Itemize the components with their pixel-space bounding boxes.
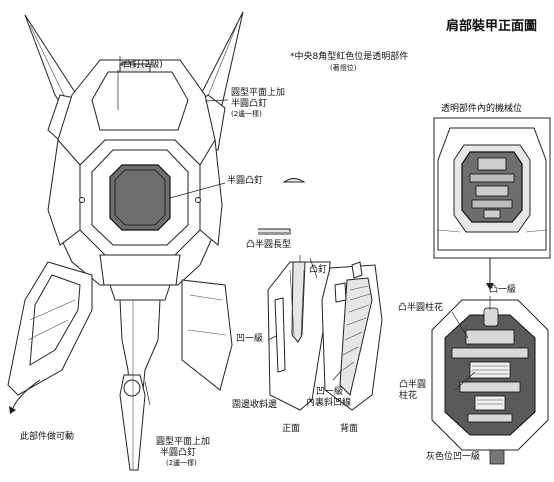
armor-plate-front [267, 255, 331, 411]
armor-plate-back [321, 261, 383, 411]
label-round-flat-peg: 圓型平面上加 [231, 88, 286, 98]
label-front: 正面 [282, 424, 301, 434]
label-recess-level1: 凹一級 [236, 334, 264, 344]
label-transparent-mech: 透明部件內的機械位 [441, 104, 523, 114]
shoulder-armor-front [7, 11, 244, 471]
label-half-round-flower-b1: 凸半圓 [399, 380, 427, 390]
label-round-flat-peg2: 半圓凸釘 [231, 99, 268, 109]
label-peg-level2: 凸釘(2級) [123, 60, 163, 70]
half-round-peg-icon [282, 178, 306, 183]
motion-arrow [11, 379, 41, 411]
top-raised-peg [483, 307, 499, 327]
label-back: 背面 [340, 424, 359, 434]
center-octagon [109, 164, 171, 231]
center-note-sub: (著燈位) [330, 64, 357, 72]
label-bottom-same: (2邊一樣) [166, 459, 197, 467]
back-hatched-area [339, 277, 373, 396]
right-side-plate [199, 138, 223, 246]
label-half-round-flower-b2: 柱花 [399, 391, 418, 401]
label-bottom-peg2: 半圓凸釘 [160, 448, 197, 458]
label-peg: 凸釘 [309, 265, 328, 275]
label-half-round-flower: 凸半圓柱花 [398, 303, 444, 313]
label-gray-recess: 灰色位凹一級 [426, 452, 481, 462]
mechanism-detail [433, 117, 551, 259]
label-half-round-peg: 半圓凸釘 [227, 176, 264, 186]
left-side-plate [47, 138, 81, 246]
label-recess-inner: 凹一級 [316, 387, 344, 397]
octagon-detail [431, 299, 549, 451]
label-bottom-peg: 圓型平面上加 [156, 437, 211, 447]
label-half-round-long: 凸半圓長型 [246, 240, 292, 250]
diagram-title: 肩部裝甲正面圖 [446, 19, 538, 34]
label-same-both-sides: (2邊一樣) [231, 110, 262, 118]
right-flap [181, 279, 233, 391]
label-recess-inner2: 內裏斜凹線 [306, 398, 352, 408]
top-peg [119, 63, 151, 73]
label-movable-part: 此部件做可動 [20, 432, 75, 442]
top-plate [91, 71, 189, 131]
lower-band [99, 254, 181, 286]
label-raise-level1: 凸一級 [489, 285, 517, 295]
label-edge-bevel: 圍邊收斜邊 [232, 400, 278, 410]
gray-legend-swatch [489, 449, 505, 465]
center-note: *中央8角型紅色位是透明部件 [290, 52, 409, 62]
